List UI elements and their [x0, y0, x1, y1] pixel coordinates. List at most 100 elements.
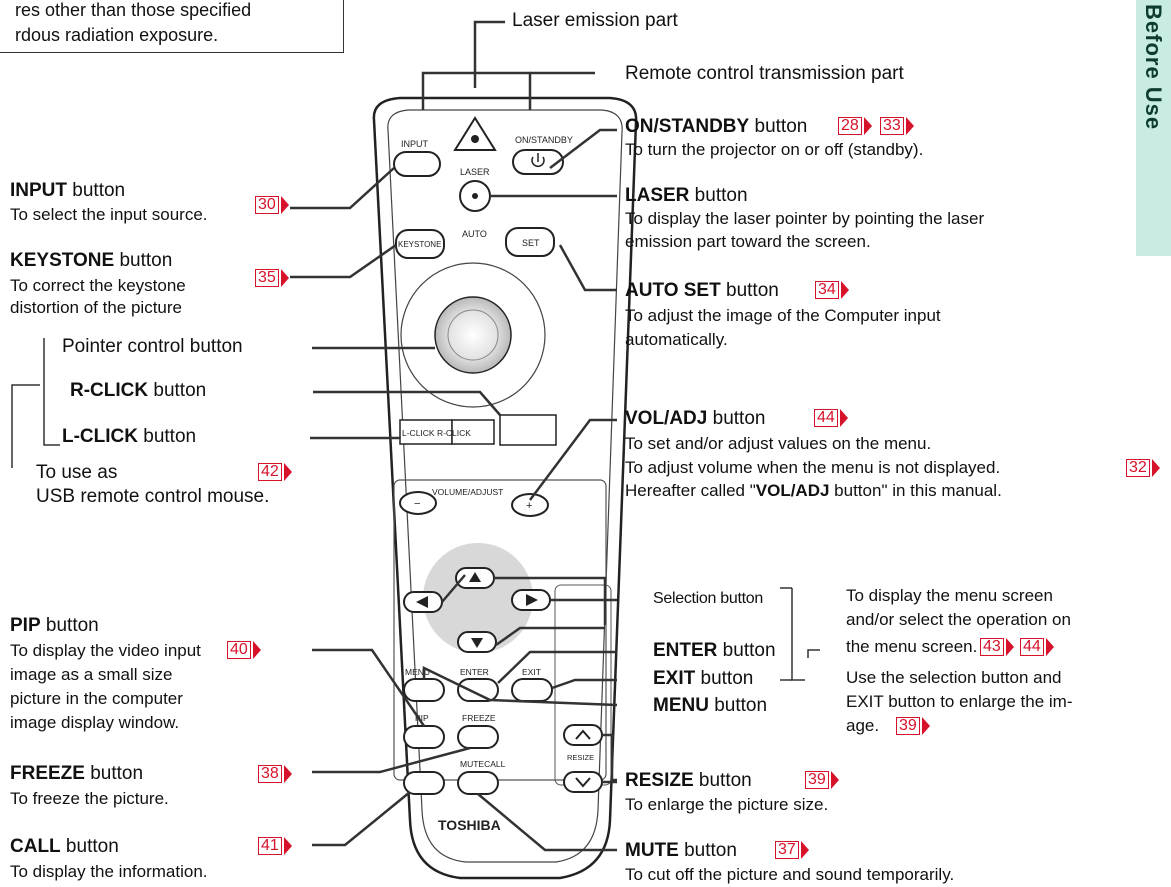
ref-33[interactable]: 33	[880, 116, 914, 136]
mute-remote-button[interactable]	[457, 771, 499, 795]
callout-mute-desc: To cut off the picture and sound tempora…	[625, 865, 955, 884]
callout-resize-suffix: button	[693, 770, 752, 791]
ref-39[interactable]: 39	[805, 770, 839, 790]
callout-menu-suffix: button	[708, 695, 768, 716]
callout-input-desc: To select the input source.	[10, 205, 208, 224]
callout-menu: MENU button	[653, 695, 767, 717]
callout-keystone-title: KEYSTONE	[10, 250, 115, 271]
ref-28-number: 28	[838, 117, 862, 135]
callout-rclick: R-CLICK button	[70, 380, 206, 402]
callout-keystone-desc-1: To correct the keystone	[10, 276, 186, 295]
ref-30-number: 30	[255, 196, 279, 214]
callout-pointer: Pointer control button	[62, 336, 243, 357]
remote-on-standby-text: ON/STANDBY	[515, 135, 573, 145]
callout-auto-set-suffix: button	[720, 280, 779, 301]
warning-line-1: res other than those specified	[15, 0, 252, 20]
ref-44[interactable]: 44	[814, 408, 848, 428]
keystone-remote-button[interactable]	[395, 229, 445, 259]
remote-set-text: SET	[522, 238, 540, 248]
callout-auto-set: AUTO SET button	[625, 280, 779, 302]
callout-vol-adj-desc-3: Hereafter called "VOL/ADJ button" in thi…	[625, 481, 1002, 501]
ref-34-number: 34	[815, 281, 839, 299]
callout-selection: Selection button	[653, 590, 763, 607]
enter-remote-button[interactable]	[457, 678, 499, 702]
callout-on-standby-title: ON/STANDBY	[625, 116, 750, 137]
callout-mute: MUTE button	[625, 840, 737, 862]
callout-auto-set-desc-1: To adjust the image of the Computer inpu…	[625, 306, 941, 325]
callout-lclick: L-CLICK button	[62, 426, 196, 448]
resize-down-remote-button[interactable]	[563, 771, 603, 793]
warning-box: res other than those specified rdous rad…	[0, 0, 344, 53]
enlarge-note-line-1: Use the selection button and	[846, 668, 1062, 687]
callout-vol-adj-desc-3c: button" in this manual.	[829, 481, 1002, 500]
ref-39b[interactable]: 39	[896, 716, 930, 736]
volume-minus-remote-button[interactable]	[399, 491, 437, 515]
callout-call-desc: To display the information.	[10, 862, 208, 881]
callout-pip-suffix: button	[40, 615, 99, 636]
ref-44b[interactable]: 44	[1020, 637, 1054, 657]
volume-plus-remote-button[interactable]	[511, 493, 549, 517]
callout-vol-adj: VOL/ADJ button	[625, 408, 765, 430]
callout-lclick-title: L-CLICK	[62, 426, 138, 447]
remote-volume-adjust-text: VOLUME/ADJUST	[432, 487, 503, 497]
ref-42-number: 42	[258, 463, 282, 481]
ref-32[interactable]: 32	[1126, 458, 1160, 478]
ref-37[interactable]: 37	[775, 840, 809, 860]
ref-42[interactable]: 42	[258, 462, 292, 482]
side-tab-label: Before Use	[1141, 4, 1166, 131]
ref-39-number: 39	[805, 771, 829, 789]
pip-remote-button[interactable]	[403, 725, 445, 749]
callout-keystone: KEYSTONE button	[10, 250, 172, 272]
ref-28[interactable]: 28	[838, 116, 872, 136]
remote-input-text: INPUT	[401, 139, 429, 149]
callout-call: CALL button	[10, 836, 119, 858]
callout-call-title: CALL	[10, 836, 61, 857]
resize-up-remote-button[interactable]	[563, 724, 603, 746]
remote-menu-text: MENU	[405, 667, 430, 677]
menu-remote-button[interactable]	[403, 678, 445, 702]
callout-input: INPUT button	[10, 180, 125, 202]
remote-enter-text: ENTER	[460, 667, 489, 677]
ref-39b-number: 39	[896, 717, 920, 735]
remote-laser-text: LASER	[460, 167, 490, 177]
remote-freeze-text: FREEZE	[462, 713, 496, 723]
callout-laser-suffix: button	[689, 185, 748, 206]
callout-laser-desc-1: To display the laser pointer by pointing…	[625, 209, 985, 228]
r-click-pad[interactable]	[499, 414, 557, 446]
callout-keystone-desc-2: distortion of the picture	[10, 298, 182, 317]
input-remote-button[interactable]	[393, 151, 441, 177]
callout-enter-suffix: button	[717, 640, 776, 661]
remote-exit-text: EXIT	[522, 667, 541, 677]
exit-remote-button[interactable]	[511, 678, 553, 702]
callout-laser-emission: Laser emission part	[512, 10, 678, 31]
ref-35-number: 35	[255, 269, 279, 287]
ref-35[interactable]: 35	[255, 268, 289, 288]
callout-laser-title: LASER	[625, 185, 690, 206]
call-remote-button[interactable]	[403, 771, 445, 795]
ref-44b-number: 44	[1020, 638, 1044, 656]
callout-call-suffix: button	[60, 836, 119, 857]
callout-resize-title: RESIZE	[625, 770, 694, 791]
callout-pip-desc-1: To display the video input	[10, 641, 201, 660]
ref-34[interactable]: 34	[815, 280, 849, 300]
remote-plus-text: +	[526, 500, 532, 512]
pointer-control-button[interactable]	[434, 296, 512, 374]
ref-38-number: 38	[258, 765, 282, 783]
set-remote-button[interactable]	[505, 227, 555, 257]
callout-enter: ENTER button	[653, 640, 776, 662]
remote-mutecall-text: MUTECALL	[460, 759, 506, 769]
ref-30[interactable]: 30	[255, 195, 289, 215]
ref-40[interactable]: 40	[227, 640, 261, 660]
ref-41[interactable]: 41	[258, 836, 292, 856]
ref-43[interactable]: 43	[980, 637, 1014, 657]
ref-37-number: 37	[775, 841, 799, 859]
callout-rclick-suffix: button	[148, 380, 207, 401]
warning-line-2: rdous radiation exposure.	[15, 25, 219, 45]
callout-vol-adj-desc-1: To set and/or adjust values on the menu.	[625, 434, 932, 453]
callout-on-standby-suffix: button	[749, 116, 808, 137]
section-side-tab: Before Use	[1136, 0, 1171, 256]
r-click-remote-button[interactable]	[451, 419, 495, 445]
freeze-remote-button[interactable]	[457, 725, 499, 749]
leader-lines	[290, 20, 618, 852]
ref-38[interactable]: 38	[258, 764, 292, 784]
